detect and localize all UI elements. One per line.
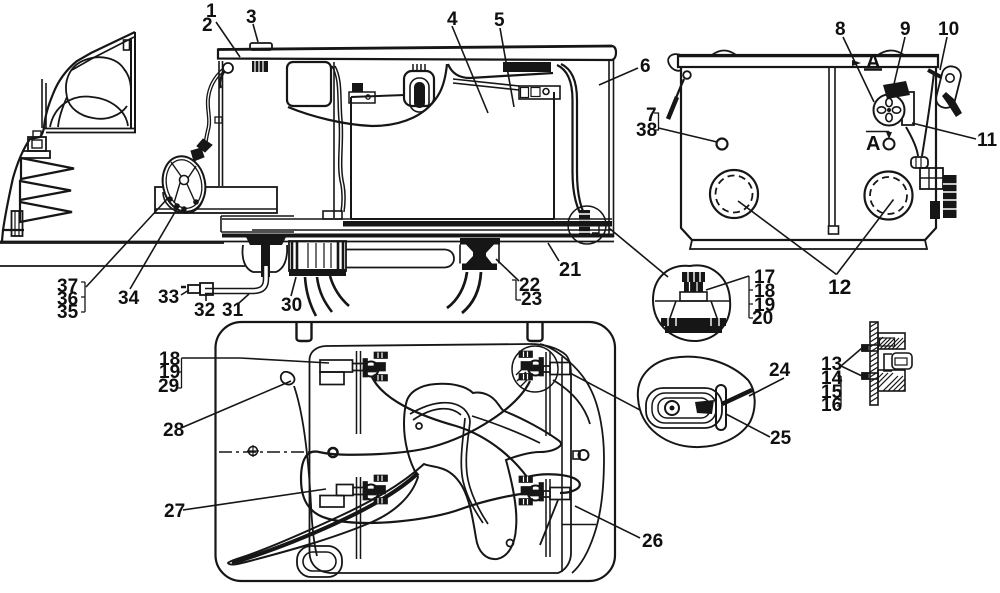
svg-text:12: 12 xyxy=(828,276,851,299)
svg-text:17: 17 xyxy=(754,267,775,288)
svg-text:3: 3 xyxy=(246,7,257,28)
svg-text:29: 29 xyxy=(158,376,179,397)
svg-text:5: 5 xyxy=(494,10,505,31)
svg-text:18: 18 xyxy=(754,281,775,302)
svg-text:8: 8 xyxy=(835,19,846,40)
svg-text:14: 14 xyxy=(821,368,843,389)
svg-text:11: 11 xyxy=(977,130,998,151)
svg-text:9: 9 xyxy=(900,19,911,40)
svg-text:34: 34 xyxy=(118,288,140,309)
svg-text:20: 20 xyxy=(752,308,773,329)
svg-text:30: 30 xyxy=(281,295,302,316)
svg-text:25: 25 xyxy=(770,428,792,449)
svg-text:31: 31 xyxy=(222,300,244,321)
svg-text:37: 37 xyxy=(57,276,78,297)
svg-text:26: 26 xyxy=(642,531,663,552)
svg-text:22: 22 xyxy=(519,275,540,296)
svg-text:18: 18 xyxy=(159,349,180,370)
svg-text:36: 36 xyxy=(57,289,78,310)
svg-text:7: 7 xyxy=(646,105,657,126)
svg-text:10: 10 xyxy=(938,19,959,40)
svg-text:16: 16 xyxy=(821,395,842,416)
svg-text:2: 2 xyxy=(202,15,213,36)
svg-text:6: 6 xyxy=(640,56,651,77)
svg-text:4: 4 xyxy=(447,9,458,30)
svg-text:1: 1 xyxy=(206,1,217,22)
svg-text:21: 21 xyxy=(559,259,581,281)
svg-text:24: 24 xyxy=(769,360,791,381)
svg-text:19: 19 xyxy=(159,362,180,383)
svg-text:35: 35 xyxy=(57,302,79,323)
svg-text:28: 28 xyxy=(163,420,184,441)
svg-text:A: A xyxy=(866,51,880,73)
svg-text:33: 33 xyxy=(158,287,179,308)
svg-text:19: 19 xyxy=(754,295,775,316)
svg-text:38: 38 xyxy=(636,120,657,141)
svg-text:13: 13 xyxy=(821,354,842,375)
svg-text:32: 32 xyxy=(194,300,215,321)
svg-text:23: 23 xyxy=(521,289,542,310)
svg-text:15: 15 xyxy=(821,382,843,403)
svg-text:A: A xyxy=(866,133,880,155)
svg-text:27: 27 xyxy=(164,501,185,522)
